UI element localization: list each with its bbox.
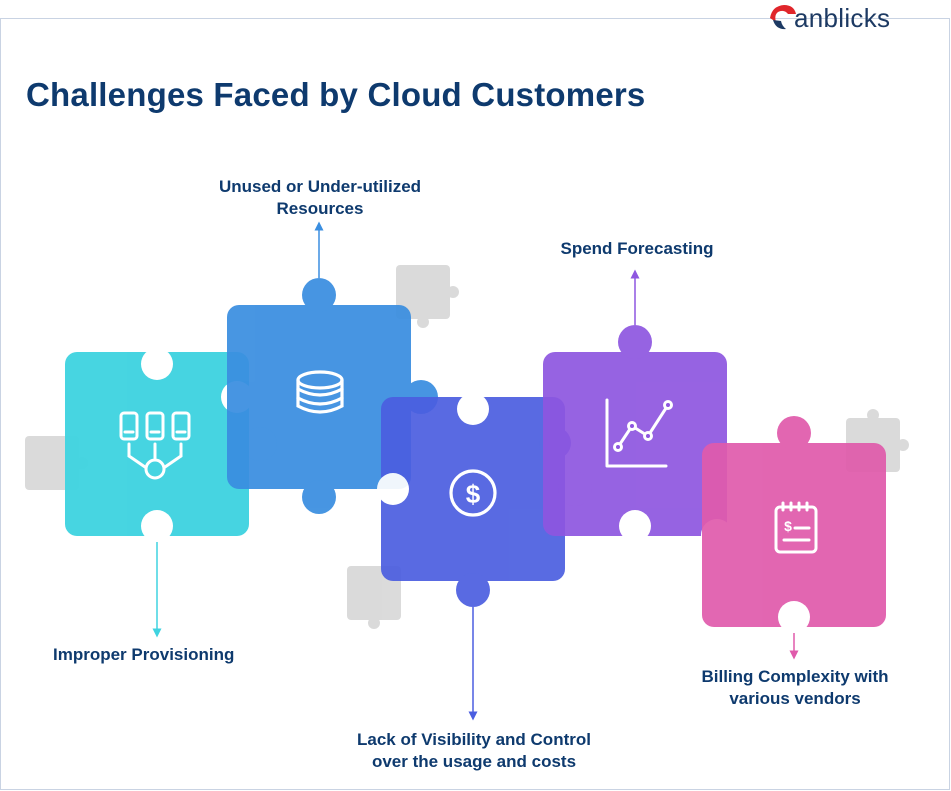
puzzle-piece-improper-provisioning bbox=[65, 348, 253, 542]
servers-network-icon bbox=[119, 411, 191, 480]
label-line: over the usage and costs bbox=[371, 752, 577, 771]
label-text: Improper Provisioning bbox=[53, 645, 235, 664]
line-chart-icon bbox=[605, 398, 673, 468]
label-line: Resources bbox=[276, 199, 364, 218]
label-billing-complexity: Billing Complexity with various vendors bbox=[680, 666, 910, 710]
label-unused-resources: Unused or Under-utilized Resources bbox=[200, 176, 440, 220]
label-spend-forecasting: Spend Forecasting bbox=[548, 238, 726, 260]
dollar-coin-icon: $ bbox=[449, 469, 497, 517]
bill-receipt-icon: $ bbox=[774, 501, 818, 554]
label-improper-provisioning: Improper Provisioning bbox=[53, 644, 234, 666]
svg-text:$: $ bbox=[466, 479, 481, 509]
label-line: various vendors bbox=[729, 689, 861, 708]
database-icon bbox=[296, 370, 344, 414]
svg-text:$: $ bbox=[784, 518, 792, 534]
grey-puzzle-piece bbox=[396, 265, 459, 328]
label-visibility-control: Lack of Visibility and Control over the … bbox=[334, 729, 614, 773]
brand-logo-icon bbox=[770, 5, 796, 30]
brand-logo-text: anblicks bbox=[794, 3, 891, 33]
frame-border bbox=[0, 18, 950, 790]
label-text: Spend Forecasting bbox=[560, 239, 714, 258]
label-line: Billing Complexity with bbox=[701, 667, 889, 686]
label-line: Unused or Under-utilized bbox=[218, 177, 422, 196]
label-line: Lack of Visibility and Control bbox=[357, 730, 591, 749]
page-title: Challenges Faced by Cloud Customers bbox=[26, 76, 646, 113]
puzzle-piece-billing-complexity bbox=[702, 416, 886, 633]
